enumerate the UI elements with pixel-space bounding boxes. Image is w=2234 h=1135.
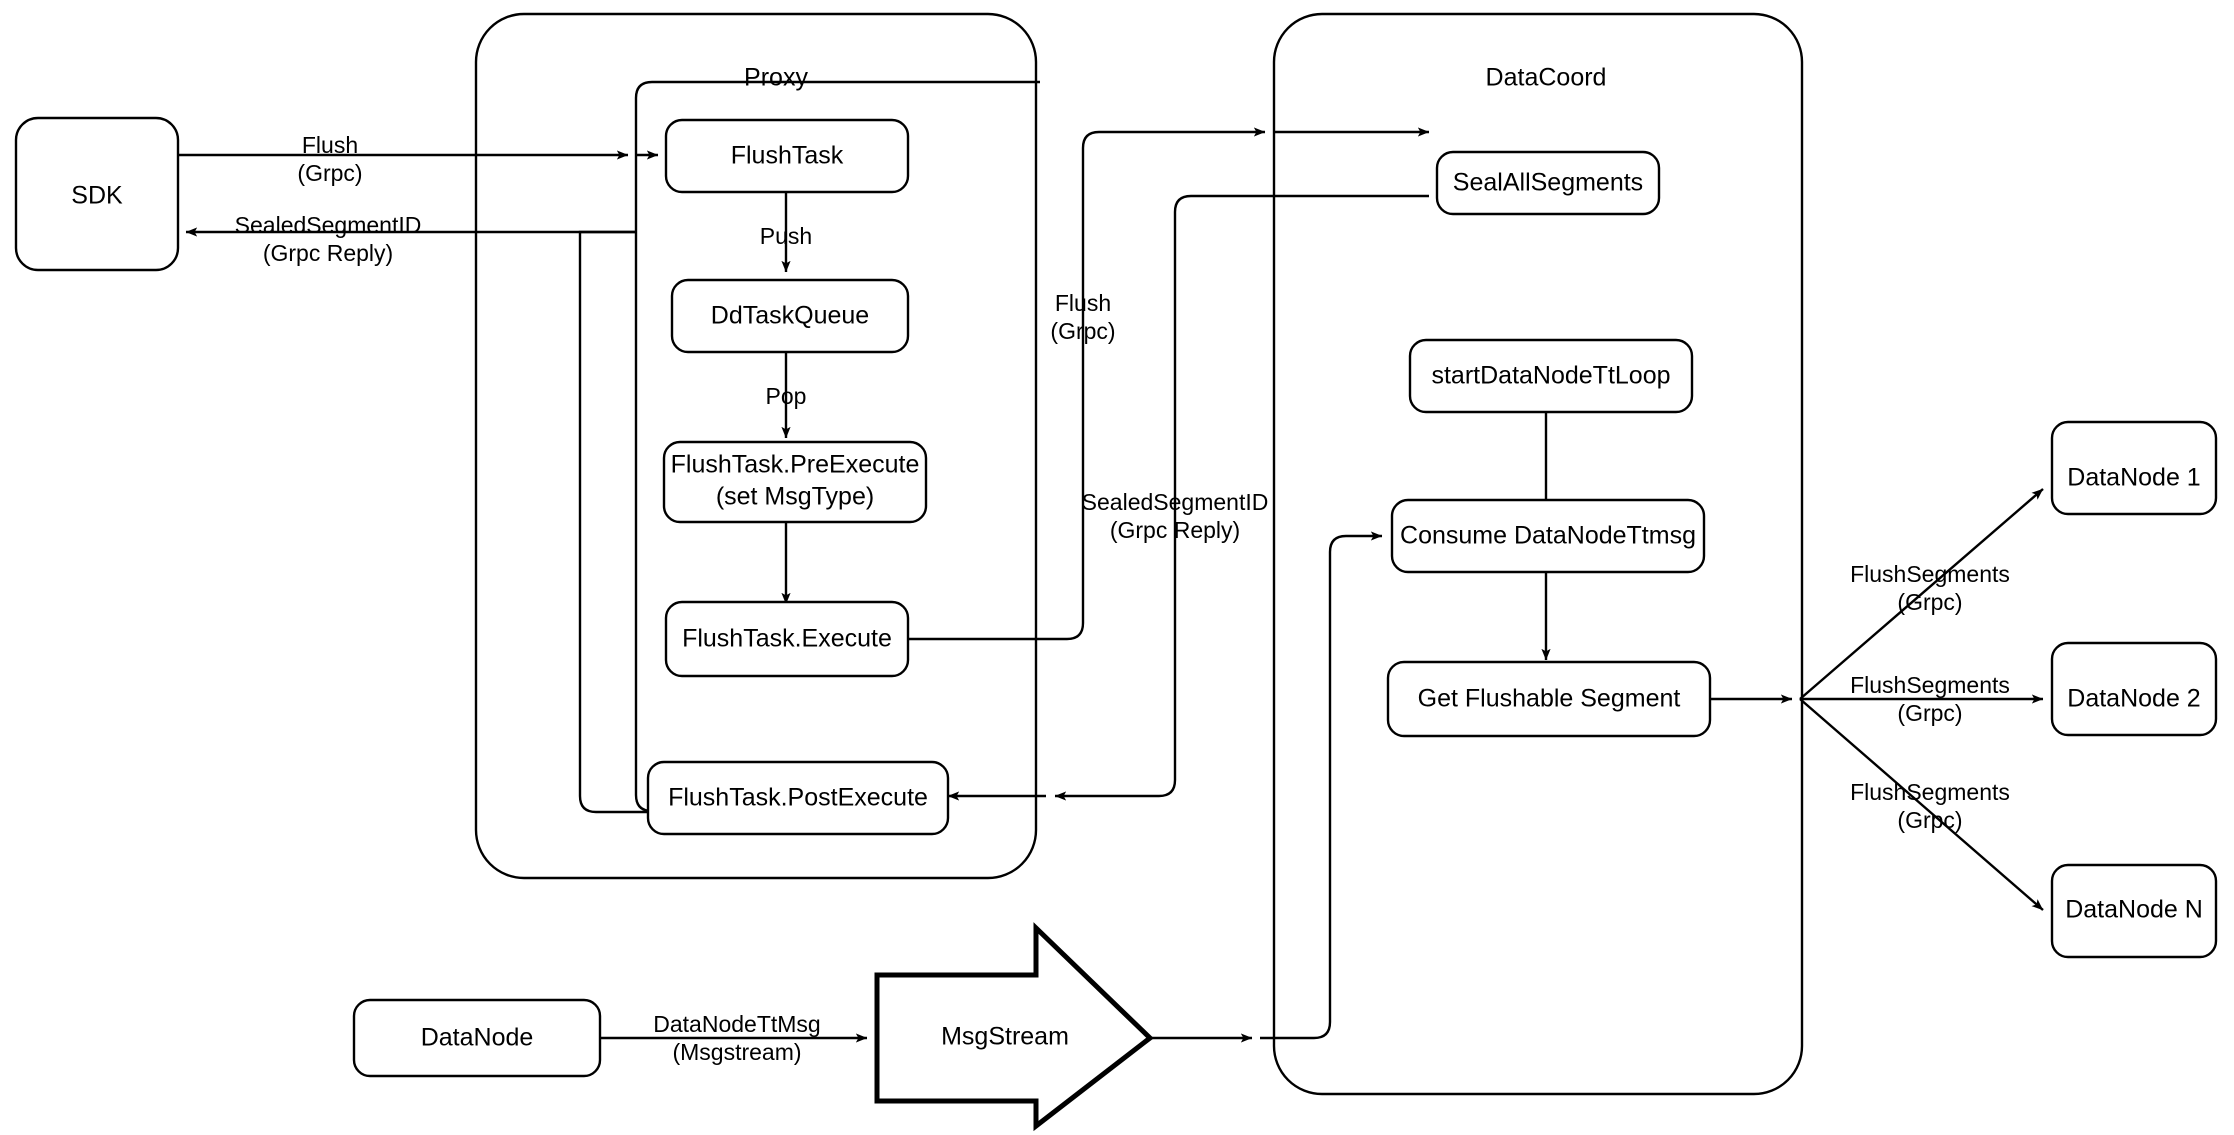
edge-coord-bottom-to-consume [1260,531,1383,1040]
node-execute[interactable] [664,600,910,678]
edge-label-sealedsegmentid-l2: (Grpc Reply) [263,240,393,266]
edge-label-flushsegments-2-l2: (Grpc) [1897,700,1962,726]
edge-label-coord-reply-l1: SealedSegmentID [1082,489,1269,515]
node-postexecute[interactable] [646,760,950,836]
node-datanode-2-label: DataNode 2 [2067,685,2200,713]
node-preexecute-label-line1: FlushTask.PreExecute [671,451,920,479]
node-ddtaskqueue-label: DdTaskQueue [711,302,869,330]
edge-label-proxy-flush-l1: Flush [1055,290,1111,316]
node-sealallsegments-label: SealAllSegments [1453,169,1643,197]
edge-label-flush-grpc-l1: Flush [302,132,358,158]
edge-label-flushsegments-2-l1: FlushSegments [1850,672,2010,698]
edge-execute-to-flush-grpc [908,127,1266,641]
container-proxy-title: Proxy [744,64,808,92]
edge-postexecute-to-reply [578,230,652,814]
node-datanode-1[interactable] [2050,420,2218,516]
edge-label-datanodettmsg-l2: (Msgstream) [672,1039,801,1065]
edge-label-flushsegments-n-l1: FlushSegments [1850,779,2010,805]
edge-fanout-to-datanode-n [1799,698,2044,911]
edge-label-pop: Pop [766,383,807,409]
node-datanode-n[interactable] [2050,863,2218,959]
edge-label-flushsegments-1-l1: FlushSegments [1850,561,2010,587]
edge-label-flushsegments-n-l2: (Grpc) [1897,807,1962,833]
msgstream-block-arrow [874,922,1154,1132]
node-flushtask-label: FlushTask [731,142,844,170]
container-datacoord-title: DataCoord [1486,64,1607,92]
node-sdk-label: SDK [71,182,123,210]
msgstream-label: MsgStream [941,1023,1069,1051]
node-datanode-n-label: DataNode N [2065,896,2203,924]
node-datanode-1-label: DataNode 1 [2067,464,2200,492]
node-get-flushable-segment-label: Get Flushable Segment [1418,685,1681,713]
edge-label-push: Push [760,223,812,249]
node-datanode-bottom[interactable] [352,998,602,1078]
edge-proxy-left-trunk-top [634,80,1040,155]
edge-label-proxy-flush-l2: (Grpc) [1050,318,1115,344]
node-datanode-2[interactable] [2050,641,2218,737]
node-flushtask[interactable] [664,118,910,194]
node-startdatanodettloop[interactable] [1408,338,1694,414]
node-get-flushable-segment[interactable] [1386,660,1712,738]
edge-label-sealedsegmentid-l1: SealedSegmentID [235,212,422,238]
node-postexecute-label: FlushTask.PostExecute [668,784,928,812]
edge-label-coord-reply-l2: (Grpc Reply) [1110,517,1240,543]
node-ddtaskqueue[interactable] [670,278,910,354]
node-preexecute[interactable] [662,440,928,524]
node-preexecute-label-line2: (set MsgType) [716,483,874,511]
edge-label-flush-grpc-l2: (Grpc) [297,160,362,186]
node-sdk[interactable] [14,116,180,272]
node-sealallsegments[interactable] [1435,150,1661,216]
edge-label-datanodettmsg-l1: DataNodeTtMsg [653,1011,820,1037]
edge-fanout-to-datanode-1 [1799,488,2044,700]
edge-coord-reply-to-postexecute [1054,194,1429,801]
edge-label-flushsegments-1-l2: (Grpc) [1897,589,1962,615]
node-consume-datanodettmsg-label: Consume DataNodeTtmsg [1400,522,1696,550]
node-consume-datanodettmsg[interactable] [1390,498,1706,574]
node-execute-label: FlushTask.Execute [682,625,892,653]
node-datanode-bottom-label: DataNode [421,1024,534,1052]
node-startdatanodettloop-label: startDataNodeTtLoop [1431,362,1670,390]
